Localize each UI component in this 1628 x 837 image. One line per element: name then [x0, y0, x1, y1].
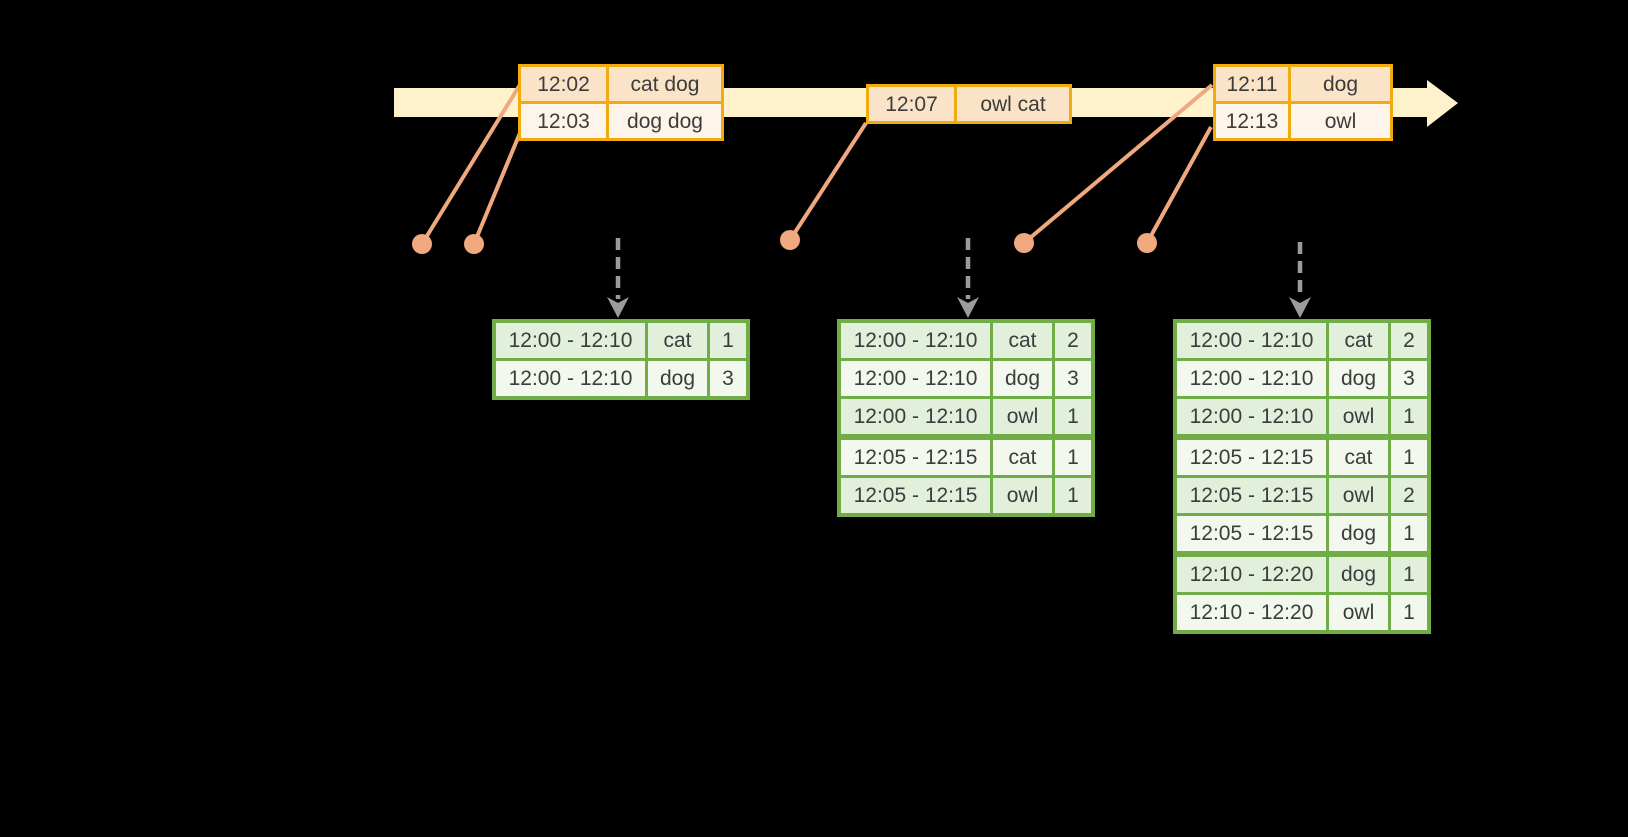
result-row: 12:00 - 12:10 dog 3: [841, 361, 1091, 396]
window-cell: 12:00 - 12:10: [496, 361, 645, 396]
event-time-cell: 12:11: [1216, 67, 1288, 101]
window-cell: 12:10 - 12:20: [1177, 595, 1326, 630]
event-marker-dot: [412, 234, 432, 254]
result-row: 12:00 - 12:10 owl 1: [841, 399, 1091, 434]
word-cell: owl: [1329, 595, 1388, 630]
window-cell: 12:05 - 12:15: [1177, 440, 1326, 475]
timeline-arrowhead-icon: [1427, 80, 1458, 127]
result-table-3: 12:00 - 12:10 cat 2 12:00 - 12:10 dog 3 …: [1173, 319, 1431, 634]
result-row: 12:05 - 12:15 cat 1: [1177, 440, 1427, 475]
count-cell: 2: [1391, 478, 1427, 513]
word-cell: dog: [993, 361, 1052, 396]
word-cell: cat: [1329, 323, 1388, 358]
result-row: 12:00 - 12:10 cat 2: [841, 323, 1091, 358]
event-time-cell: 12:07: [869, 87, 954, 121]
event-marker-dot: [1014, 233, 1034, 253]
count-cell: 1: [1391, 595, 1427, 630]
event-marker-dot: [464, 234, 484, 254]
count-cell: 3: [710, 361, 746, 396]
result-table-2: 12:00 - 12:10 cat 2 12:00 - 12:10 dog 3 …: [837, 319, 1095, 517]
window-cell: 12:05 - 12:15: [1177, 478, 1326, 513]
count-cell: 3: [1055, 361, 1091, 396]
word-cell: owl: [1329, 399, 1388, 434]
event-table-2: 12:07 owl cat: [866, 84, 1072, 124]
event-marker-dot: [780, 230, 800, 250]
result-row: 12:00 - 12:10 dog 3: [1177, 361, 1427, 396]
window-cell: 12:00 - 12:10: [1177, 399, 1326, 434]
result-row: 12:05 - 12:15 owl 2: [1177, 478, 1427, 513]
word-cell: dog: [1329, 557, 1388, 592]
count-cell: 1: [1391, 440, 1427, 475]
window-cell: 12:00 - 12:10: [841, 361, 990, 396]
window-cell: 12:05 - 12:15: [1177, 516, 1326, 551]
count-cell: 2: [1391, 323, 1427, 358]
word-cell: cat: [648, 323, 707, 358]
window-cell: 12:05 - 12:15: [841, 478, 990, 513]
window-cell: 12:00 - 12:10: [841, 399, 990, 434]
count-cell: 1: [1055, 478, 1091, 513]
event-link-line: [1022, 83, 1214, 245]
event-link-line: [1145, 126, 1213, 244]
word-cell: dog: [1329, 361, 1388, 396]
trigger-arrowhead-icon: [1289, 297, 1311, 318]
result-row: 12:00 - 12:10 cat 1: [496, 323, 746, 358]
event-link-line: [472, 127, 524, 245]
word-cell: cat: [993, 440, 1052, 475]
window-cell: 12:00 - 12:10: [1177, 323, 1326, 358]
word-cell: dog: [1329, 516, 1388, 551]
event-table-1: 12:02 cat dog 12:03 dog dog: [518, 64, 724, 141]
count-cell: 1: [1391, 557, 1427, 592]
event-words-cell: cat dog: [609, 67, 721, 101]
word-cell: owl: [1329, 478, 1388, 513]
event-words-cell: dog dog: [609, 104, 721, 138]
word-cell: cat: [1329, 440, 1388, 475]
result-row: 12:10 - 12:20 dog 1: [1177, 557, 1427, 592]
event-words-cell: dog: [1291, 67, 1390, 101]
count-cell: 1: [1055, 399, 1091, 434]
count-cell: 1: [1391, 399, 1427, 434]
trigger-arrowhead-icon: [957, 297, 979, 318]
event-time-cell: 12:13: [1216, 104, 1288, 138]
result-table-1: 12:00 - 12:10 cat 1 12:00 - 12:10 dog 3: [492, 319, 750, 400]
count-cell: 1: [1055, 440, 1091, 475]
result-row: 12:00 - 12:10 dog 3: [496, 361, 746, 396]
result-row: 12:10 - 12:20 owl 1: [1177, 595, 1427, 630]
result-row: 12:05 - 12:15 owl 1: [841, 478, 1091, 513]
word-cell: cat: [993, 323, 1052, 358]
result-row: 12:00 - 12:10 cat 2: [1177, 323, 1427, 358]
event-time-cell: 12:02: [521, 67, 606, 101]
word-cell: dog: [648, 361, 707, 396]
event-words-cell: owl: [1291, 104, 1390, 138]
result-row: 12:05 - 12:15 cat 1: [841, 440, 1091, 475]
window-cell: 12:00 - 12:10: [841, 323, 990, 358]
event-link-line: [788, 121, 868, 242]
count-cell: 2: [1055, 323, 1091, 358]
trigger-arrowhead-icon: [607, 297, 629, 318]
event-marker-dot: [1137, 233, 1157, 253]
event-table-3: 12:11 dog 12:13 owl: [1213, 64, 1393, 141]
event-link-line: [420, 81, 523, 246]
count-cell: 1: [1391, 516, 1427, 551]
window-cell: 12:05 - 12:15: [841, 440, 990, 475]
word-cell: owl: [993, 478, 1052, 513]
window-cell: 12:00 - 12:10: [1177, 361, 1326, 396]
event-words-cell: owl cat: [957, 87, 1069, 121]
count-cell: 3: [1391, 361, 1427, 396]
result-row: 12:05 - 12:15 dog 1: [1177, 516, 1427, 551]
word-cell: owl: [993, 399, 1052, 434]
count-cell: 1: [710, 323, 746, 358]
event-time-cell: 12:03: [521, 104, 606, 138]
result-row: 12:00 - 12:10 owl 1: [1177, 399, 1427, 434]
window-cell: 12:10 - 12:20: [1177, 557, 1326, 592]
window-cell: 12:00 - 12:10: [496, 323, 645, 358]
